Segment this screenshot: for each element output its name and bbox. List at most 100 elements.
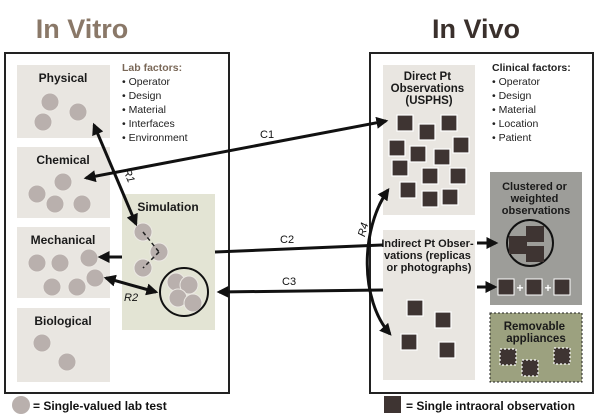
lab-test-circle [33, 112, 53, 132]
lab-test-circle [32, 333, 52, 353]
observation-square [526, 246, 544, 262]
lab-test-circle [79, 248, 99, 268]
direct-observations-label: Direct Pt Observations (USPHS) [391, 71, 468, 107]
simulation-cluster-ring [159, 267, 209, 317]
observation-square [440, 114, 458, 132]
clinical-factors: Clinical factors: • Operator • Design • … [492, 62, 571, 144]
label-line: Indirect Pt Obser- [381, 238, 474, 250]
c1-label: C1 [260, 129, 274, 141]
observation-square [434, 311, 452, 329]
observation-square [525, 278, 543, 296]
clinical-factor: • Operator [492, 76, 541, 88]
observation-square [441, 188, 459, 206]
biological-label: Biological [34, 314, 91, 328]
observation-square [400, 333, 418, 351]
r2-arrow [103, 274, 159, 296]
square-legend: = Single intraoral observation [384, 396, 575, 413]
label-line: or photographs) [387, 262, 472, 274]
observation-squares [388, 114, 571, 377]
label-line: (USPHS) [405, 95, 452, 107]
removable-label: Removable appliances [504, 321, 569, 345]
observation-square [396, 114, 414, 132]
biological-box: Biological [17, 308, 110, 382]
observation-square [452, 136, 470, 154]
observation-square [391, 159, 409, 177]
lab-test-circle [67, 277, 87, 297]
mechanical-label: Mechanical [31, 233, 96, 247]
clinical-factor: • Design [492, 90, 531, 102]
c3-arrow [216, 285, 384, 298]
label-line: vations (replicas [384, 250, 471, 262]
clinical-factor: • Patient [492, 132, 531, 144]
simulation-label: Simulation [137, 200, 198, 214]
plus-sign: + [544, 281, 551, 295]
clinical-factor: • Location [492, 118, 538, 130]
observation-square [509, 236, 527, 254]
observation-square [553, 278, 571, 296]
c1-arrow [83, 116, 389, 183]
lab-test-circle [27, 184, 47, 204]
r2-label: R2 [124, 292, 138, 304]
c2-line [214, 243, 384, 254]
label-line: observations [502, 205, 570, 217]
observation-square [433, 148, 451, 166]
indirect-observations-box: Indirect Pt Obser- vations (replicas or … [381, 230, 476, 380]
lab-test-circle [72, 194, 92, 214]
circle-legend: = Single-valued lab test [12, 396, 167, 414]
label-line: appliances [506, 333, 565, 345]
indirect-observations-label: Indirect Pt Obser- vations (replicas or … [381, 238, 476, 274]
observation-square [526, 226, 544, 242]
clinical-factor: • Material [492, 104, 536, 116]
observation-square [521, 359, 539, 377]
label-line: Clustered or [502, 181, 568, 193]
square-legend-label: = Single intraoral observation [406, 399, 575, 413]
observation-square [497, 278, 515, 296]
label-line: Observations [391, 83, 465, 95]
lab-test-circle [68, 102, 88, 122]
r4-arrow [365, 188, 392, 336]
circle-legend-label: = Single-valued lab test [33, 399, 167, 413]
lab-factor: • Interfaces [122, 118, 175, 130]
lab-factor: • Material [122, 104, 166, 116]
observation-square [406, 299, 424, 317]
lab-test-circle [42, 277, 62, 297]
lab-test-circle [183, 293, 203, 313]
observation-square [388, 139, 406, 157]
lab-test-circle [40, 92, 60, 112]
lab-factor: • Environment [122, 132, 188, 144]
lab-test-circle [85, 268, 105, 288]
lab-test-circle [179, 275, 199, 295]
lab-test-circle [57, 352, 77, 372]
plus-sign: + [516, 281, 523, 295]
lab-factors-heading: Lab factors: [122, 62, 182, 74]
observation-square [418, 123, 436, 141]
observation-square [421, 190, 439, 208]
label-line: Removable [504, 321, 565, 333]
simulation-link [142, 231, 160, 253]
r4-label: R4 [356, 222, 371, 239]
in-vivo-title: In Vivo [432, 14, 520, 44]
cluster-ring [506, 219, 554, 267]
lab-factor: • Design [122, 90, 161, 102]
in-vitro-title: In Vitro [36, 14, 129, 44]
observation-square [499, 348, 517, 366]
simulation-circles [166, 272, 203, 313]
r1-label: R1 [120, 167, 136, 185]
lab-test-circles [27, 92, 169, 372]
observation-square [421, 167, 439, 185]
c3-label: C3 [282, 276, 296, 288]
observation-square [409, 145, 427, 163]
lab-factor: • Operator [122, 76, 171, 88]
observation-square [449, 167, 467, 185]
circle-legend-icon [12, 396, 30, 414]
clustered-label: Clustered or weighted observations [502, 181, 570, 217]
observation-square [553, 347, 571, 365]
observation-square [399, 181, 417, 199]
lab-test-circle [27, 253, 47, 273]
lab-test-circle [45, 194, 65, 214]
chemical-label: Chemical [36, 153, 89, 167]
label-line: weighted [510, 193, 559, 205]
lab-test-circle [50, 253, 70, 273]
